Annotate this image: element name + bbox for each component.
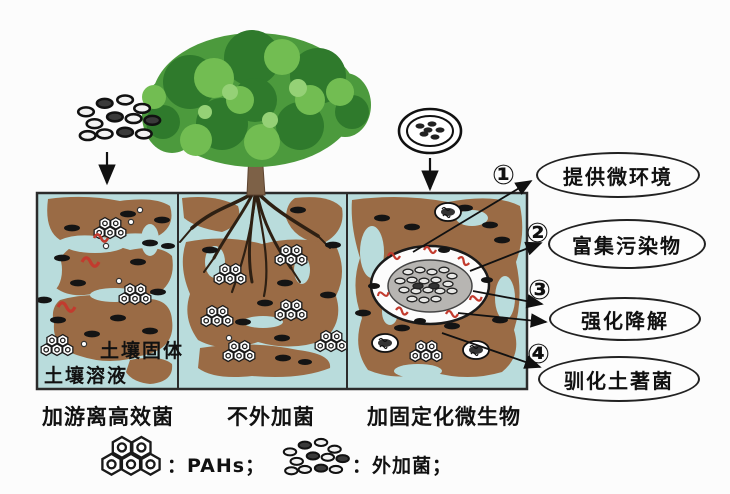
panel-label-immobilized-microbes: 加固定化微生物 (367, 405, 521, 429)
legend-label-pahs: ：PAHs； (167, 455, 266, 477)
annotation-number-1: ① (492, 160, 515, 191)
panel-borders (35, 191, 529, 391)
annotation-label-3: 强化降解 (581, 308, 669, 333)
panel-label-no-added-bacteria: 不外加菌 (227, 405, 315, 429)
annotation-oval-enrich-pollutants: 富集污染物 (548, 219, 706, 269)
annotation-oval-enhanced-degradation: 强化降解 (549, 297, 701, 341)
soil-solution-label: 土壤溶液 (44, 365, 129, 387)
panel-label-free-bacteria: 加游离高效菌 (42, 405, 174, 429)
soil-solid-label: 土壤固体 (100, 340, 185, 362)
added-bacteria-icon (282, 437, 350, 476)
annotation-label-4: 驯化土著菌 (564, 368, 674, 393)
tree-roots (179, 191, 331, 298)
annotation-number-3: ③ (528, 275, 551, 306)
tree-icon (142, 30, 371, 196)
tree-canopy (142, 30, 371, 167)
annotation-arrows (412, 180, 548, 369)
annotation-label-1: 提供微环境 (563, 164, 673, 189)
annotation-label-2: 富集污染物 (572, 233, 682, 258)
indigenous-bacteria-dots (36, 204, 510, 365)
immobilized-microbe-capsule-icon (397, 107, 463, 155)
annotation-oval-acclimate-indigenous: 驯化土著菌 (538, 356, 700, 402)
annotation-oval-microenvironment: 提供微环境 (536, 152, 700, 198)
annotation-number-2: ② (526, 218, 549, 249)
soil-block (35, 191, 529, 391)
legend-label-added-bacteria: ：外加菌； (352, 455, 453, 477)
pahs-icon (101, 435, 161, 476)
annotation-number-4: ④ (527, 339, 550, 370)
solution-dots (80, 206, 233, 348)
immobilized-capsule (368, 244, 493, 326)
